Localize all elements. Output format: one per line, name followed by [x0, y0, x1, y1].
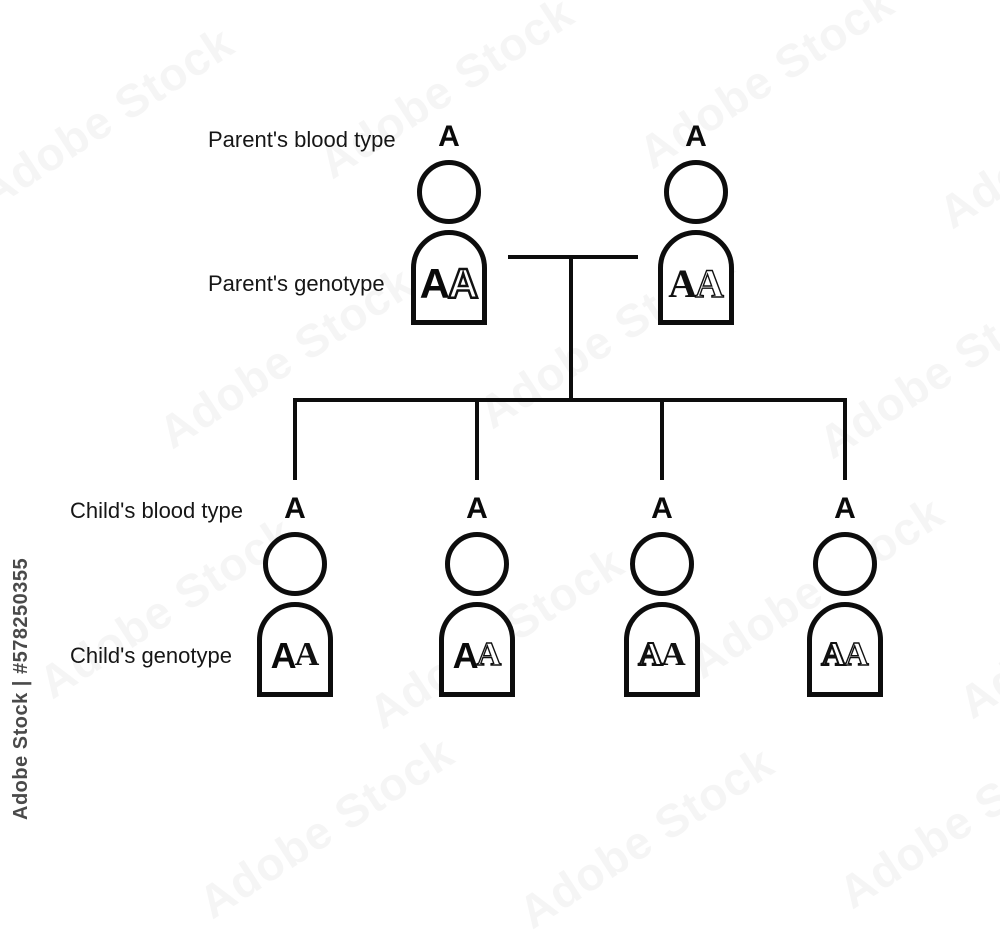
stock-watermark: Adobe Stock [809, 265, 1000, 469]
person-head-icon [630, 532, 694, 596]
child-1-genotype: A A [257, 602, 333, 697]
parent-2-figure: A A A [658, 120, 734, 328]
allele-letter: A [419, 259, 450, 307]
allele-letter: A [668, 260, 697, 306]
sibling-bar-line [293, 398, 847, 402]
couple-connector-line [508, 255, 638, 259]
allele-letter: A [447, 259, 480, 307]
person-body-icon [257, 602, 333, 697]
stock-watermark: Adobe Stock [509, 735, 783, 939]
parent-1-blood-type: A [438, 120, 460, 153]
person-head-icon [813, 532, 877, 596]
child-drop-line [475, 398, 479, 480]
allele-letter: A [843, 636, 869, 674]
stock-watermark: Adobe Stock [829, 715, 1000, 919]
descent-stem-line [569, 255, 573, 402]
stock-watermark: Adobe Stock [929, 36, 1000, 239]
child-2-blood-type: A [466, 492, 488, 525]
person-body-icon [807, 602, 883, 697]
allele-letter: A [694, 260, 724, 306]
child-4-genotype: A A [807, 602, 883, 697]
parent-1-genotype: A A [411, 230, 487, 325]
person-body-icon [624, 602, 700, 697]
allele-letter: A [661, 636, 686, 674]
label-childs-blood-type: Child's blood type [70, 498, 243, 523]
parent-2-genotype: A A [658, 230, 734, 325]
stock-watermark: Adobe Stock [949, 526, 1000, 729]
person-head-icon [417, 160, 481, 224]
child-3-genotype: A A [624, 602, 700, 697]
child-1-figure: A A A [257, 492, 333, 700]
person-body-icon [658, 230, 734, 325]
person-head-icon [445, 532, 509, 596]
child-1-blood-type: A [284, 492, 306, 525]
person-body-icon [411, 230, 487, 325]
child-2-figure: A A A [439, 492, 515, 700]
child-drop-line [660, 398, 664, 480]
allele-letter: A [452, 634, 479, 676]
stock-id-sidebar-text: Adobe Stock | #578250355 [10, 557, 32, 820]
child-4-blood-type: A [834, 492, 856, 525]
child-3-blood-type: A [651, 492, 673, 525]
person-head-icon [664, 160, 728, 224]
allele-letter: A [294, 636, 320, 674]
child-drop-line [843, 398, 847, 480]
child-2-genotype: A A [439, 602, 515, 697]
person-body-icon [439, 602, 515, 697]
child-drop-line [293, 398, 297, 480]
allele-letter: A [637, 636, 664, 674]
parent-2-blood-type: A [685, 120, 707, 153]
stock-watermark: Adobe Stock [0, 15, 243, 219]
allele-letter: A [476, 636, 502, 674]
person-head-icon [263, 532, 327, 596]
child-4-figure: A A A [807, 492, 883, 700]
label-parents-blood-type: Parent's blood type [208, 127, 396, 152]
allele-letter: A [820, 636, 847, 674]
stock-watermark: Adobe Stock [189, 725, 463, 929]
allele-letter: A [270, 634, 297, 676]
label-childs-genotype: Child's genotype [70, 643, 232, 668]
child-3-figure: A A A [624, 492, 700, 700]
label-parents-genotype: Parent's genotype [208, 271, 385, 296]
parent-1-figure: A A A [411, 120, 487, 328]
